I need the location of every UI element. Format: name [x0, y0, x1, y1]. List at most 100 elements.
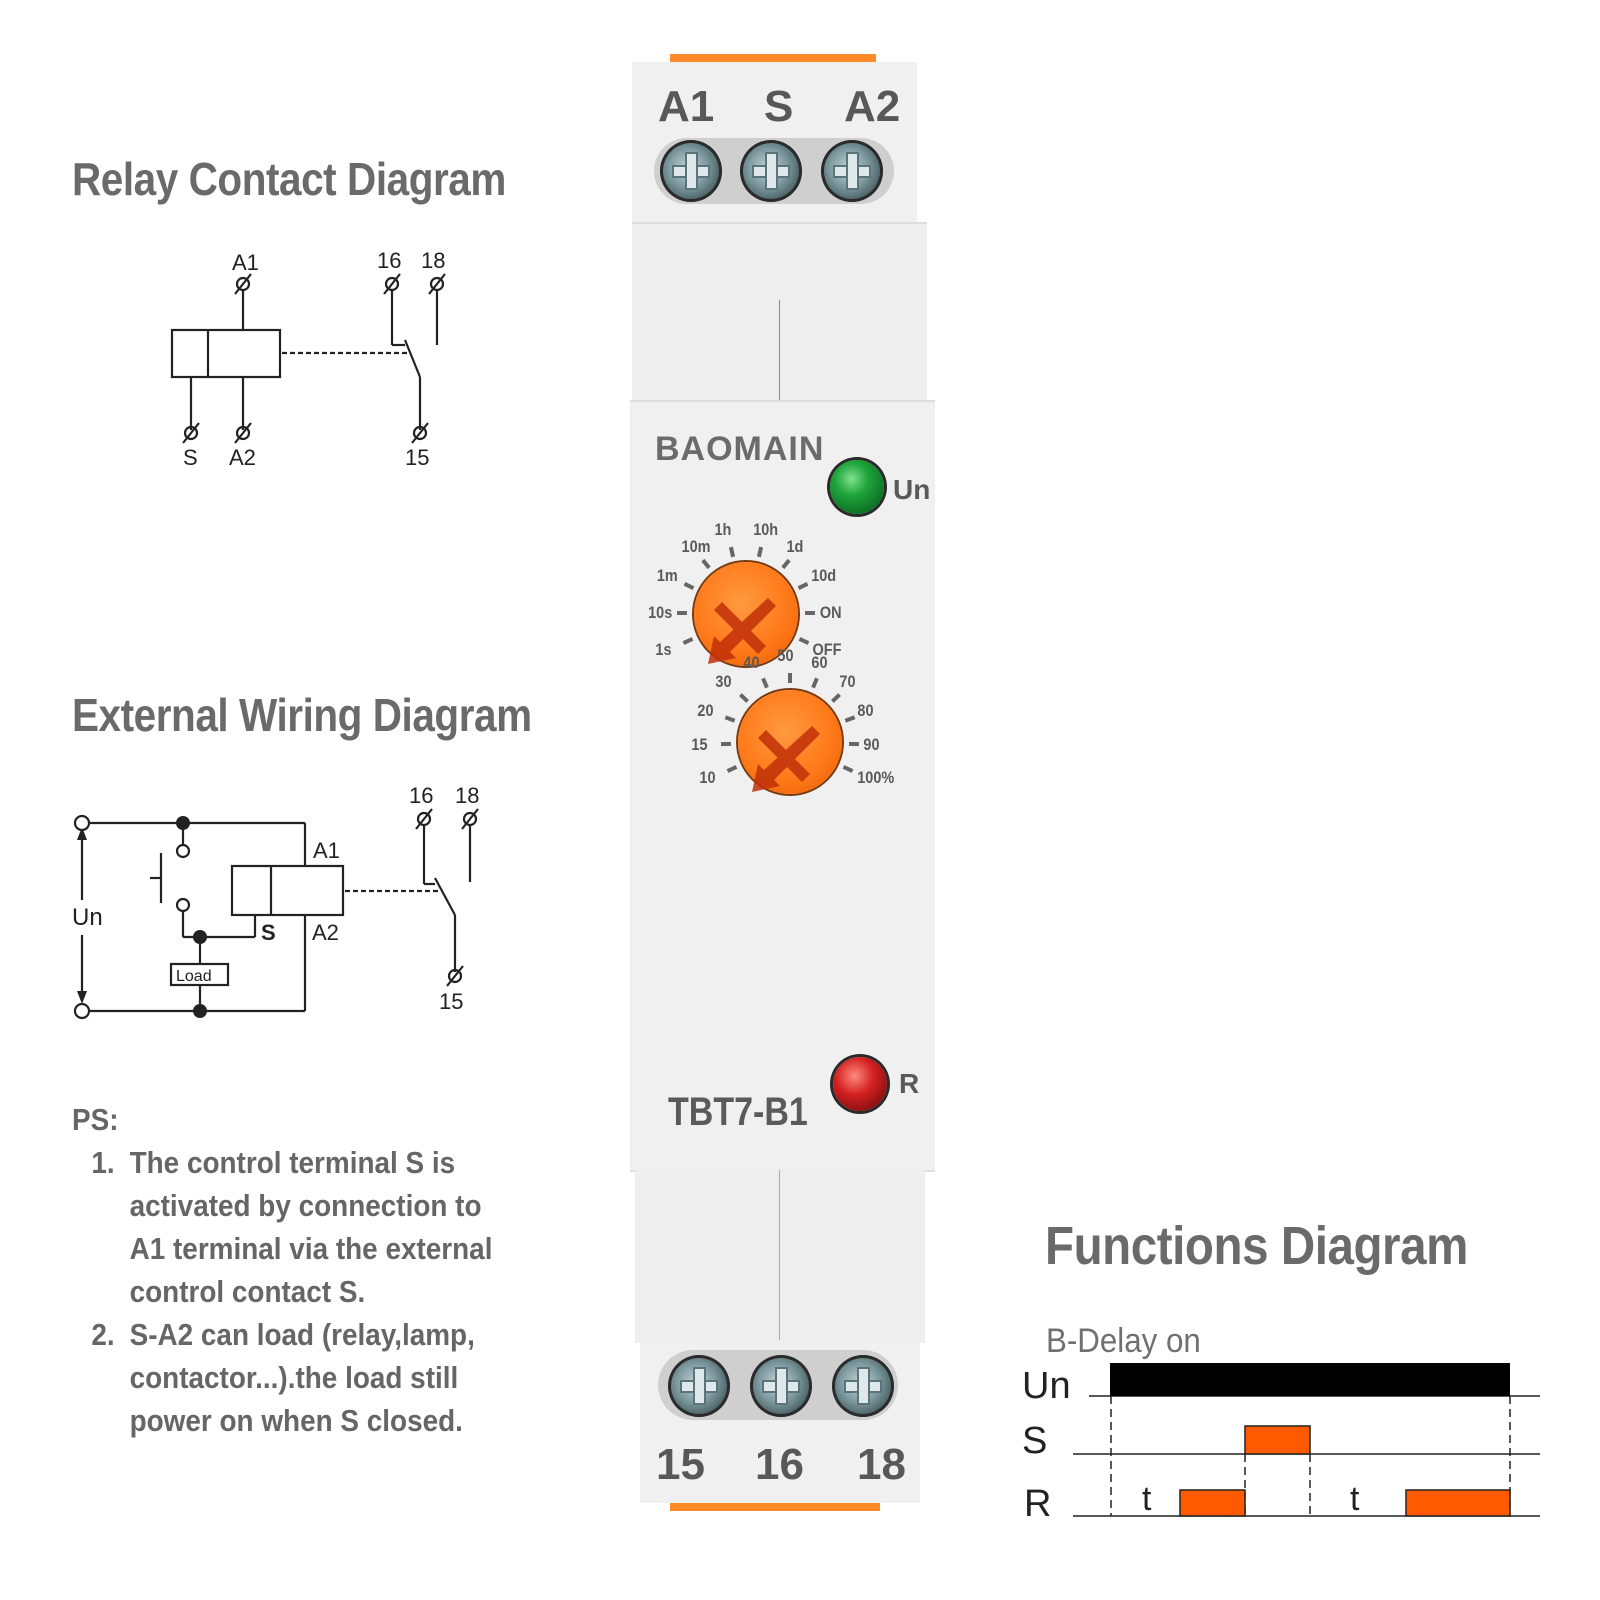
- terminal-symbols: [182, 273, 446, 444]
- knob-arrows: [708, 598, 820, 792]
- dial-label: 90: [863, 735, 880, 754]
- dial-label: 1s: [655, 640, 672, 660]
- dial-tick: [720, 742, 732, 747]
- dial-label: 1h: [714, 520, 732, 540]
- relay-contact-diagram-title: Relay Contact Diagram: [72, 153, 506, 205]
- label-15: 15: [439, 989, 463, 1014]
- label-s: S: [183, 445, 198, 470]
- terminal-label: S: [764, 82, 794, 131]
- functions-timing-diagram: Un S R t t: [1022, 1363, 1540, 1525]
- junction-dot: [176, 816, 190, 830]
- dial-label: 50: [777, 646, 794, 665]
- arrow-icon: [752, 726, 820, 792]
- relay-coil-box: [170, 328, 282, 379]
- delay-label: t: [1142, 1480, 1152, 1518]
- label-a1: A1: [313, 838, 340, 863]
- dial-label: ON: [819, 603, 842, 623]
- housing-seam: [779, 300, 780, 400]
- functions-diagram-title: Functions Diagram: [1045, 1216, 1468, 1276]
- dial-label: OFF: [812, 640, 842, 660]
- notes: PS: The control terminal S is activated …: [72, 1098, 508, 1442]
- label-a2: A2: [312, 920, 339, 945]
- dial-label: 10: [699, 768, 716, 788]
- label-16: 16: [377, 248, 401, 273]
- terminal-label: A2: [844, 82, 901, 131]
- supply-terminal: [73, 814, 91, 832]
- dial-label: 80: [857, 701, 874, 721]
- screw-a2[interactable]: [821, 140, 883, 202]
- functions-diagram-subtitle: B-Delay on: [1046, 1322, 1201, 1360]
- terminal-label: A1: [658, 82, 715, 131]
- junction-dot: [193, 1004, 207, 1018]
- label-18: 18: [455, 783, 479, 808]
- note-item: S-A2 can load (relay,lamp, contactor...)…: [122, 1313, 507, 1442]
- row-label-un: Un: [1022, 1365, 1071, 1407]
- terminal-label: 16: [755, 1440, 804, 1489]
- switch-contact: [434, 877, 456, 916]
- label-un: Un: [72, 904, 103, 931]
- delay-label: t: [1350, 1480, 1360, 1518]
- dial-tick: [788, 673, 792, 683]
- notes-list: The control terminal S is activated by c…: [72, 1141, 508, 1442]
- dial-label: 10d: [811, 566, 837, 586]
- led-un: [830, 460, 884, 514]
- screw-15[interactable]: [668, 1355, 730, 1417]
- dial-label: 1m: [656, 566, 678, 586]
- external-wiring-diagram-title: External Wiring Diagram: [72, 689, 532, 741]
- supply-terminal: [73, 1002, 91, 1020]
- r-signal: [1405, 1489, 1511, 1517]
- terminal-symbols: [415, 808, 479, 987]
- dial-tick: [676, 611, 688, 616]
- dial-label: 20: [697, 701, 714, 721]
- row-label-s: S: [1022, 1420, 1047, 1462]
- arrow-up-icon: [77, 827, 87, 840]
- screw-16[interactable]: [750, 1355, 812, 1417]
- dial-label: 10m: [681, 536, 711, 556]
- dial-label: 10s: [648, 603, 673, 623]
- arrow-down-icon: [77, 991, 87, 1004]
- switch-contact: [403, 339, 422, 378]
- label-a1: A1: [232, 250, 259, 275]
- label-a2: A2: [229, 445, 256, 470]
- model-label: TBT7-B1: [668, 1090, 808, 1134]
- junction-dot: [193, 930, 207, 944]
- terminal-label: 18: [857, 1440, 906, 1489]
- label-15: 15: [405, 445, 429, 470]
- notes-header: PS:: [72, 1102, 119, 1137]
- dial-label: 60: [811, 652, 828, 672]
- arrow-icon: [708, 598, 776, 664]
- brand-logo: BAOMAIN: [655, 430, 825, 468]
- dial-label: 30: [715, 672, 732, 692]
- housing-seam: [779, 1170, 780, 1340]
- un-signal: [1110, 1363, 1510, 1396]
- led-r-label: R: [899, 1068, 920, 1099]
- r-signal: [1179, 1489, 1246, 1517]
- screw-s[interactable]: [740, 140, 802, 202]
- relay-coil-box: [230, 864, 345, 917]
- dial-label: 70: [839, 672, 856, 692]
- dial-label: 1d: [786, 536, 804, 556]
- label-s: S: [261, 920, 276, 945]
- screw-18[interactable]: [832, 1355, 894, 1417]
- dial-tick: [804, 611, 816, 616]
- dial-label: 15: [691, 735, 708, 754]
- bottom-orange-strip: [670, 1503, 880, 1511]
- dial-label: 100%: [857, 768, 895, 788]
- row-label-r: R: [1024, 1483, 1051, 1525]
- note-item: The control terminal S is activated by c…: [122, 1141, 507, 1313]
- relay-contact-diagram: A1 16 18 S A2 15: [170, 248, 446, 470]
- dial-label: 10h: [753, 520, 779, 540]
- dial-tick: [848, 742, 860, 747]
- terminal-label: 15: [656, 1440, 705, 1489]
- led-r: [833, 1057, 887, 1111]
- external-wiring-diagram: Un A1 A2 S Load 16 18 15: [72, 783, 479, 1020]
- s-signal: [1244, 1425, 1311, 1455]
- dial-label: 40: [743, 652, 760, 672]
- lower-housing: [635, 1168, 925, 1343]
- screw-a1[interactable]: [660, 140, 722, 202]
- top-orange-strip: [670, 54, 876, 62]
- label-load: Load: [176, 968, 212, 985]
- led-un-label: Un: [893, 474, 931, 505]
- label-18: 18: [421, 248, 445, 273]
